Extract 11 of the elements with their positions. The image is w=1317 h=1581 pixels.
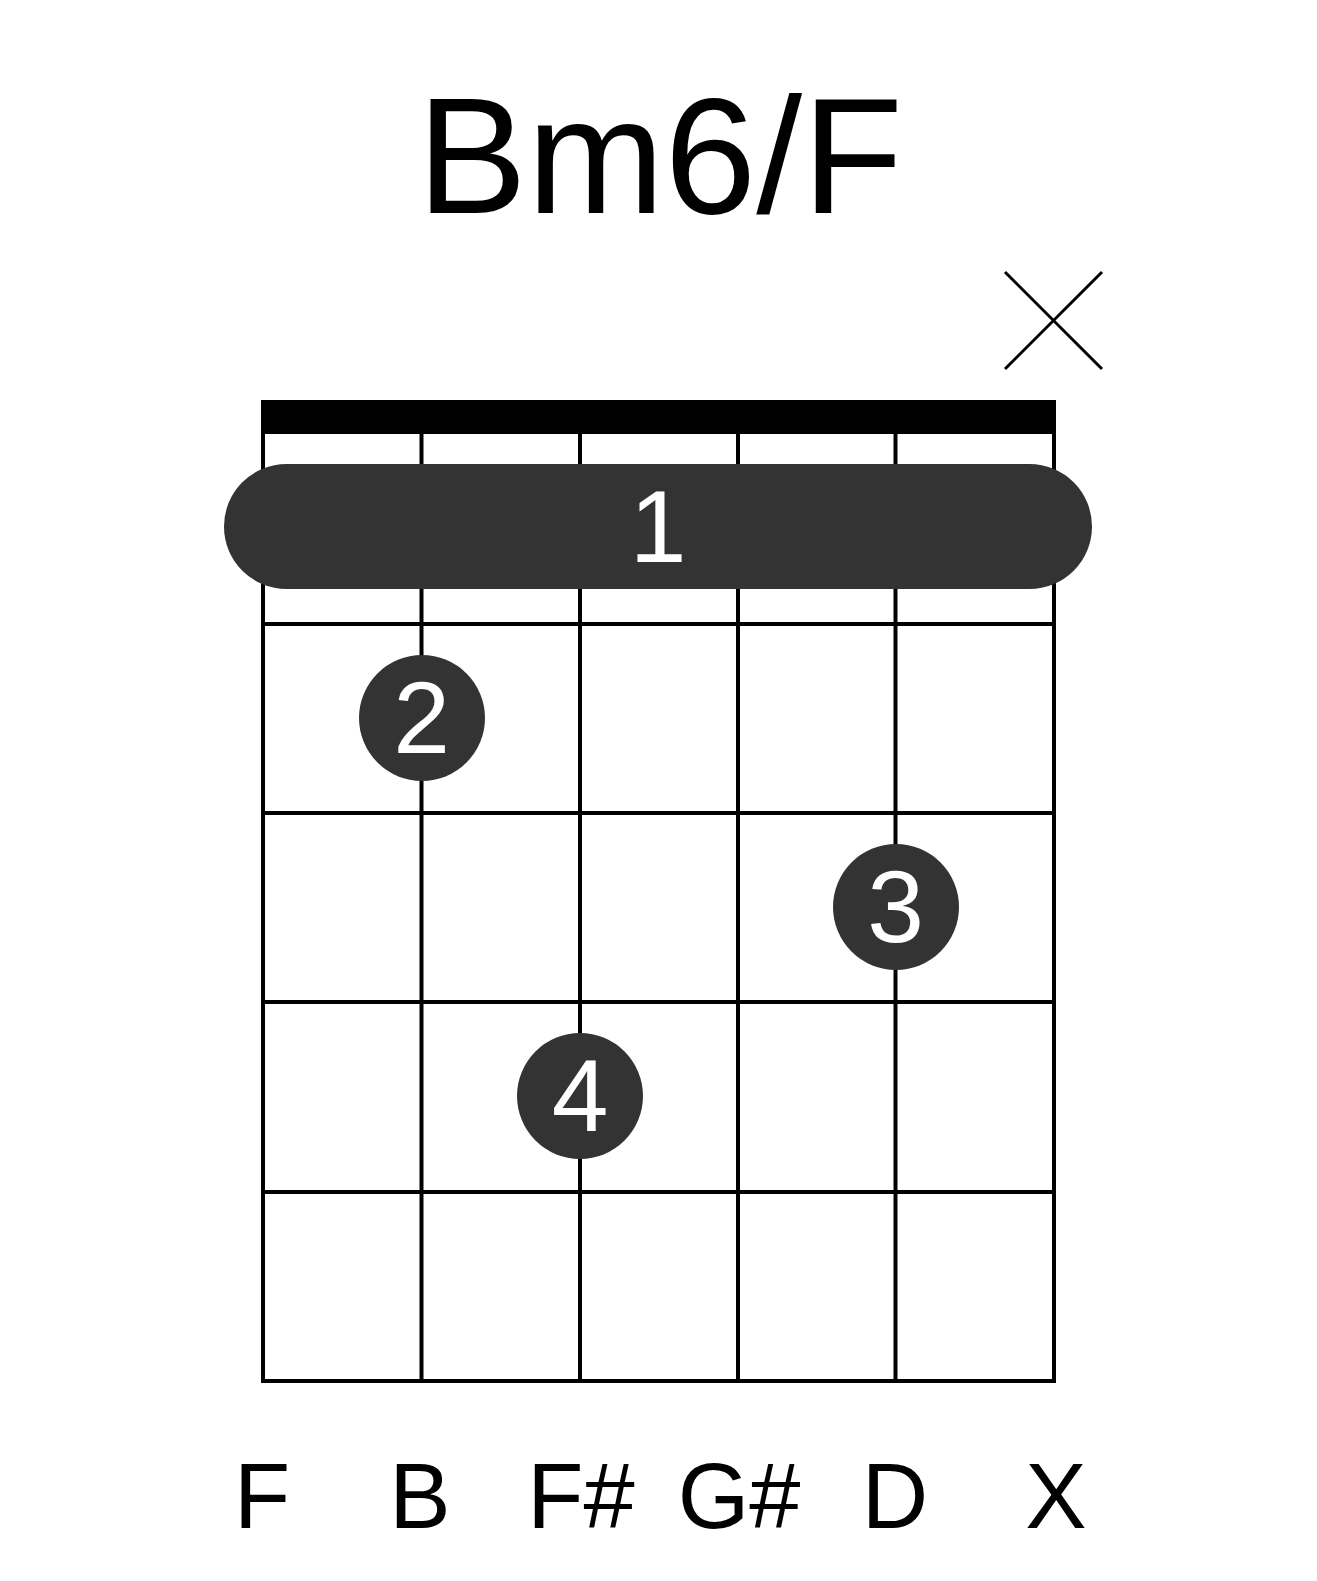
finger-number: 1 <box>629 475 687 578</box>
chord-title: Bm6/F <box>417 74 903 239</box>
string-note-label: F <box>233 1450 291 1542</box>
string-note-label: F# <box>527 1450 635 1542</box>
finger-number: 2 <box>393 667 450 769</box>
string-note-label: G# <box>677 1450 801 1542</box>
finger-number: 4 <box>551 1045 609 1147</box>
string-note-label: D <box>861 1450 929 1542</box>
string-note-label: X <box>1025 1450 1087 1542</box>
finger-number: 3 <box>867 856 924 958</box>
string-note-label: B <box>389 1450 451 1542</box>
